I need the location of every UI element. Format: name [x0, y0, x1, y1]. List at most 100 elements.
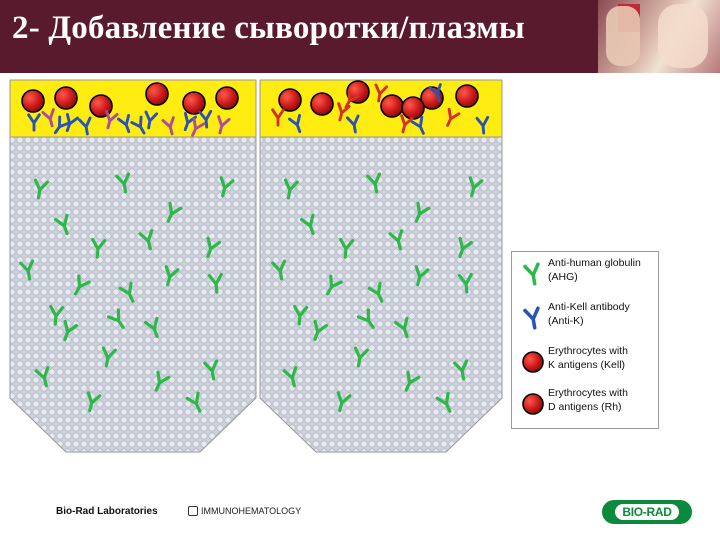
ahg-antibody-icon-shape	[523, 262, 540, 286]
gel-card-left	[9, 79, 257, 453]
legend-item: Anti-Kell antibody (Anti-K)	[516, 300, 656, 340]
legend: Anti-human globulin (AHG) Anti-Kell antib…	[511, 251, 659, 429]
ahg-antibody	[185, 391, 202, 413]
anti-k-antibody	[337, 102, 351, 122]
anti-k-antibody	[130, 115, 146, 135]
ahg-antibody	[283, 178, 299, 200]
anti-k-antibody	[41, 108, 55, 128]
ahg-antibody	[414, 201, 431, 223]
anti-k-antibody	[271, 108, 285, 127]
slide-title: 2- Добавление сыворотки/плазмы	[12, 10, 525, 46]
erythrocyte	[401, 96, 425, 120]
anti-k-antibody	[198, 109, 213, 129]
erythrocyte	[145, 82, 169, 106]
ahg-antibody	[293, 304, 309, 326]
ahg-antibody	[91, 237, 107, 259]
erythrocyte	[215, 86, 239, 110]
ahg-antibody	[19, 259, 35, 281]
ahg-antibody	[34, 366, 50, 388]
ahg-antibody	[414, 265, 430, 287]
anti-k-antibody	[344, 89, 360, 109]
anti-k-antibody	[374, 83, 389, 103]
anti-k-antibody	[345, 114, 360, 134]
legend-item: Erythrocytes with K antigens (Kell)	[516, 344, 656, 384]
ahg-antibody	[33, 178, 49, 200]
biorad-logo: BIO-RAD	[602, 500, 692, 524]
ahg-antibody	[166, 201, 183, 223]
ahg-antibody	[219, 176, 235, 198]
anti-k-antibody	[161, 116, 175, 136]
footer-division-text: IMMUNOHEMATOLOGY	[201, 506, 302, 516]
anti-k-antibody	[475, 115, 490, 135]
ahg-antibody	[106, 308, 125, 329]
ahg-antibody	[394, 316, 409, 339]
gel-card-right	[259, 79, 503, 453]
legend-item: Erythrocytes with D antigens (Rh)	[516, 386, 656, 426]
diagram-stage: Anti-human globulin (AHG) Anti-Kell antib…	[0, 73, 720, 473]
rh-erythrocyte-icon	[522, 393, 544, 415]
legend-label: Erythrocytes with D antigens (Rh)	[548, 387, 628, 413]
anti-k-antibody	[217, 115, 231, 135]
anti-k-antibody	[191, 117, 206, 137]
anti-k-antibody	[428, 83, 442, 103]
legend-label: Anti-Kell antibody (Anti-K)	[548, 301, 630, 327]
header-photo	[598, 0, 720, 73]
ahg-antibody	[154, 370, 171, 392]
erythrocyte	[54, 86, 78, 110]
footer-company: Bio-Rad Laboratories	[56, 506, 158, 517]
photo-person-right	[658, 4, 708, 68]
anti-k-antibody	[144, 110, 159, 130]
ahg-antibody	[458, 236, 473, 259]
erythrocyte	[182, 91, 206, 115]
ahg-antibody	[435, 391, 452, 413]
erythrocyte	[346, 80, 370, 104]
ahg-antibody	[115, 172, 131, 194]
header-bar: 2- Добавление сыворотки/плазмы	[0, 0, 720, 73]
erythrocyte	[278, 88, 302, 112]
anti-k-antibody	[27, 113, 41, 132]
anti-k-antibody	[446, 107, 461, 127]
anti-k-antibody-icon	[523, 306, 540, 330]
ahg-antibody	[404, 370, 421, 392]
anti-k-antibody	[410, 115, 425, 135]
ahg-antibody	[144, 316, 159, 339]
anti-k-antibody	[77, 116, 92, 136]
ahg-antibody	[356, 308, 375, 329]
legend-item: Anti-human globulin (AHG)	[516, 256, 656, 296]
anti-k-antibody	[53, 115, 70, 135]
reaction-chamber-left	[9, 79, 257, 138]
anti-k-antibody	[105, 110, 119, 130]
ahg-antibody	[325, 274, 343, 296]
ahg-antibody	[367, 281, 384, 303]
ahg-antibody	[313, 319, 328, 342]
ahg-antibody	[101, 346, 117, 368]
anti-k-antibody-icon-shape	[523, 306, 540, 330]
gel-cards-diagram	[9, 79, 503, 453]
legend-label: Anti-human globulin (AHG)	[548, 257, 641, 283]
ahg-antibody	[353, 346, 369, 368]
anti-k-antibody	[400, 114, 414, 134]
ahg-antibody	[63, 319, 78, 342]
ahg-antibody	[282, 366, 298, 388]
ahg-antibody	[366, 172, 382, 194]
ahg-antibody	[203, 359, 219, 381]
ahg-antibody	[206, 236, 221, 259]
ahg-antibody	[207, 272, 223, 294]
kell-erythrocyte-icon-shape	[522, 351, 544, 373]
ahg-antibody	[54, 213, 69, 236]
ahg-antibody	[86, 391, 102, 413]
ahg-antibody	[453, 359, 469, 381]
ahg-antibody	[336, 391, 352, 413]
ahg-antibody	[164, 265, 180, 287]
rh-erythrocyte-icon-shape	[522, 393, 544, 415]
ahg-antibody	[300, 213, 315, 236]
erythrocyte	[310, 92, 334, 116]
ahg-antibody	[49, 304, 65, 326]
ahg-antibody	[271, 259, 287, 281]
ahg-antibody	[339, 237, 355, 259]
ahg-antibody	[138, 229, 154, 251]
anti-k-antibody	[288, 113, 302, 134]
ahg-antibody	[118, 281, 135, 303]
photo-person-left	[606, 6, 640, 66]
erythrocyte	[455, 84, 479, 108]
